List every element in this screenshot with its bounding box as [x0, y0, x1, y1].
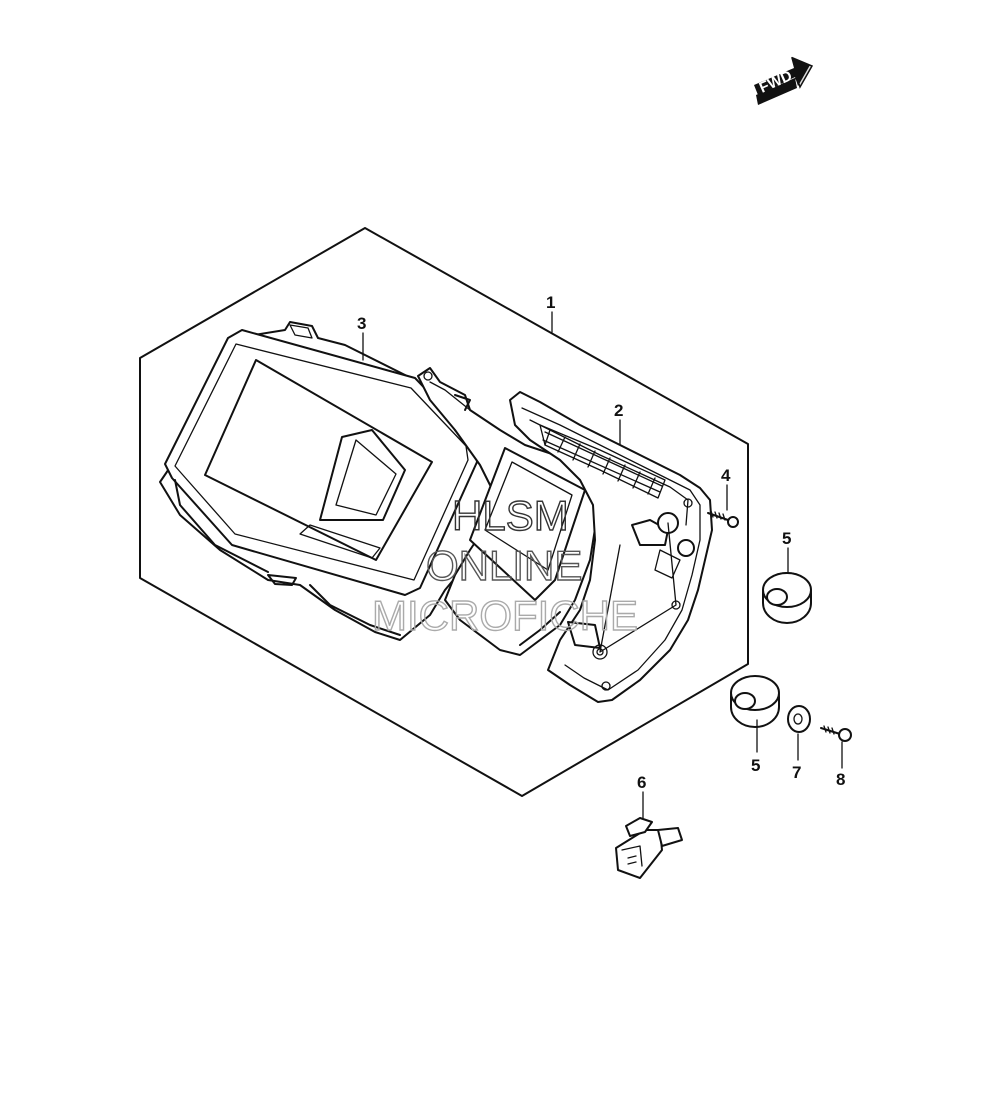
- watermark-line-1: HLSM: [452, 492, 569, 539]
- part-8-screw: [820, 725, 852, 742]
- callout-labels: 1 3 2 4 5 5 7 8 6: [357, 293, 845, 792]
- part-3-lens-cover: [159, 321, 506, 641]
- callout-7: 7: [792, 763, 801, 782]
- part-5-grommet-lower: [730, 675, 780, 728]
- forward-arrow-icon: FWD: [754, 56, 814, 105]
- callout-5-lower: 5: [751, 756, 760, 775]
- display-board: [417, 367, 601, 656]
- callout-2: 2: [614, 401, 623, 420]
- callout-3: 3: [357, 314, 366, 333]
- leader-lines: [362, 311, 843, 819]
- watermark: HLSM ONLINE MICROFICHE: [371, 491, 638, 639]
- part-5-grommet-upper: [762, 572, 812, 624]
- part-4-screw: [707, 510, 739, 528]
- callout-4: 4: [721, 466, 731, 485]
- callout-6: 6: [637, 773, 646, 792]
- watermark-line-2: ONLINE: [426, 542, 582, 589]
- callout-5-upper: 5: [782, 529, 791, 548]
- part-2-rear-case: [509, 391, 713, 703]
- part-6-connector: [615, 817, 683, 879]
- part-7-washer: [787, 705, 811, 733]
- assembly-boundary: [139, 227, 749, 797]
- callout-1: 1: [546, 293, 555, 312]
- callout-8: 8: [836, 770, 845, 789]
- watermark-line-3: MICROFICHE: [372, 592, 638, 639]
